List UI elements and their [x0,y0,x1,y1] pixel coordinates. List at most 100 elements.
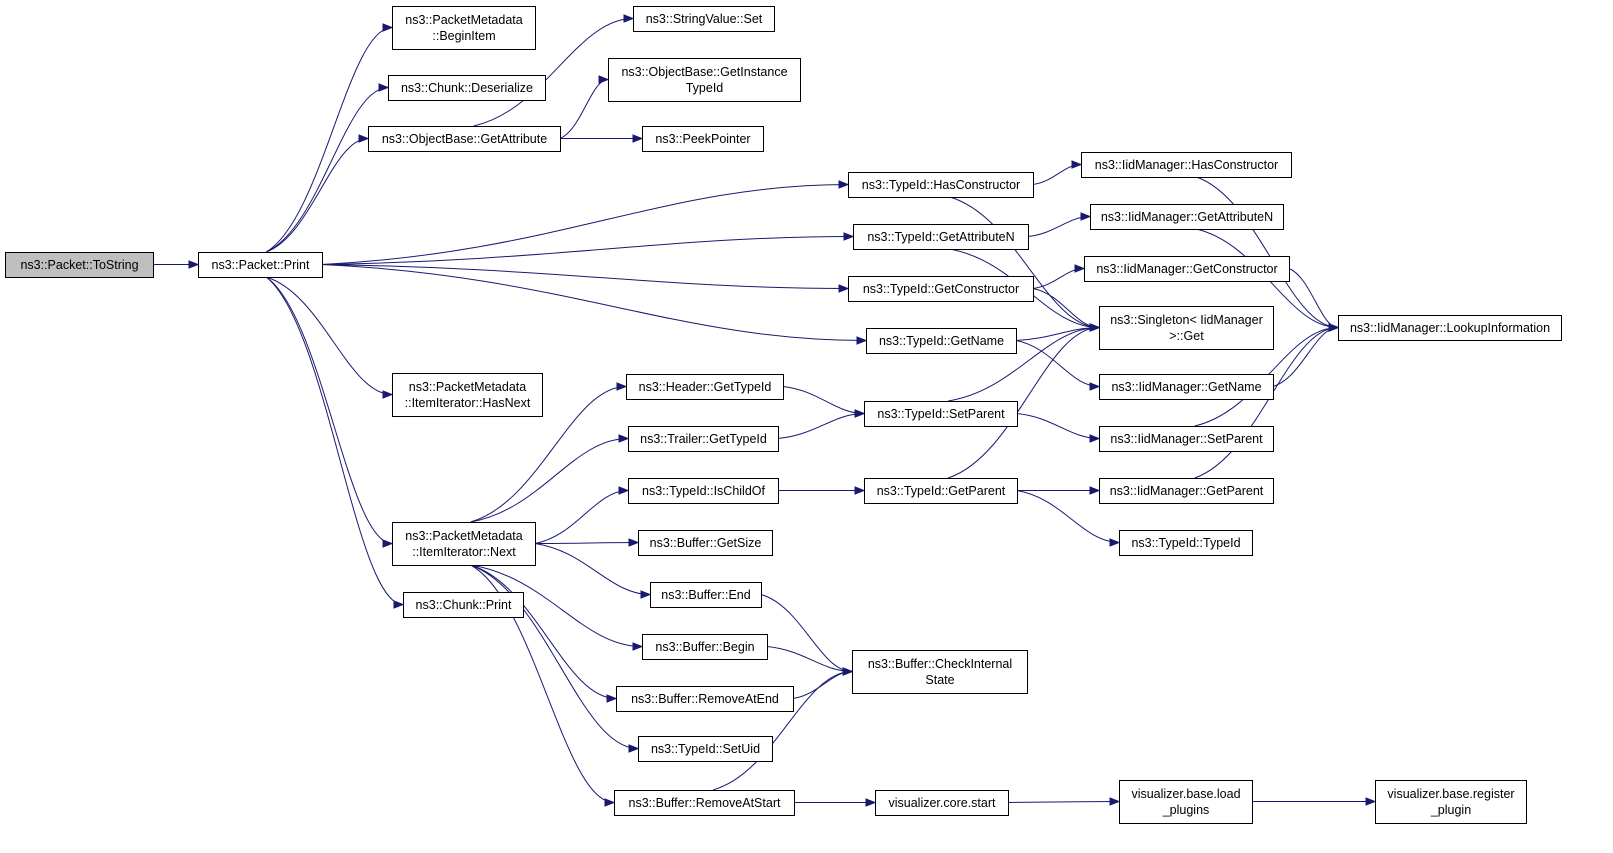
node-iid-setparent[interactable]: ns3::IidManager::SetParent [1099,426,1274,452]
node-label: ns3::TypeId::GetName [879,334,1004,348]
edge-arrowhead [838,180,850,189]
node-peekpointer[interactable]: ns3::PeekPointer [642,126,764,152]
node-box [1099,478,1274,504]
edge-viz-core-start-to-viz-load-plugins [1007,801,1120,803]
node-buffer-getsize[interactable]: ns3::Buffer::GetSize [638,530,773,556]
node-viz-load-plugins[interactable]: visualizer.base.load _plugins [1119,780,1253,824]
node-label: ns3::TypeId::GetConstructor [863,282,1019,296]
edge-buffer-end-to-buffer-checkinternalstate [760,594,853,672]
node-tid-getattributen[interactable]: ns3::TypeId::GetAttributeN [853,224,1029,250]
node-iid-getname[interactable]: ns3::IidManager::GetName [1099,374,1274,400]
node-singleton-get[interactable]: ns3::Singleton< IidManager>::Get [1099,306,1274,350]
node-label: _plugins [1162,803,1210,817]
node-label: ns3::IidManager::GetConstructor [1096,262,1277,276]
node-buffer-removeatstart[interactable]: ns3::Buffer::RemoveAtStart [614,790,795,816]
edge-arrowhead [1071,160,1083,169]
node-tid-getname[interactable]: ns3::TypeId::GetName [866,328,1017,354]
edge-arrowhead [606,694,618,703]
node-iid-getattributen[interactable]: ns3::IidManager::GetAttributeN [1090,204,1284,230]
node-label: ns3::IidManager::HasConstructor [1095,158,1278,172]
node-label: ns3::IidManager::GetParent [1110,484,1264,498]
edge-pm-next-to-tid-ischildof [534,490,629,544]
edge-arrowhead [604,798,616,807]
node-label: visualizer.core.start [889,796,997,810]
node-label: ns3::IidManager::LookupInformation [1350,321,1550,335]
node-label: ns3::Header::GetTypeId [639,380,772,394]
node-box [638,530,773,556]
node-label: ns3::Singleton< IidManager [1110,313,1263,327]
node-tid-getparent[interactable]: ns3::TypeId::GetParent [864,478,1018,504]
node-viz-register-plugin[interactable]: visualizer.base.register_plugin [1375,780,1527,824]
node-chunk-deserialize[interactable]: ns3::Chunk::Deserialize [388,75,546,101]
edge-print-to-pm-next [265,276,393,544]
edge-arrowhead [378,83,390,92]
node-box [608,58,801,102]
node-box [388,75,546,101]
edge-print-to-pm-hasnext [266,276,393,395]
node-iid-getparent[interactable]: ns3::IidManager::GetParent [1099,478,1274,504]
node-label: State [925,673,954,687]
node-tid-setparent[interactable]: ns3::TypeId::SetParent [864,401,1018,427]
node-box [198,252,323,278]
edge-print-to-pm-beginitem [265,27,393,253]
node-tostring[interactable]: ns3::Packet::ToString [5,252,154,278]
node-label: ns3::ObjectBase::GetInstance [621,65,787,79]
edge-print-to-ob-getattribute [266,138,369,253]
node-label: ns3::ObjectBase::GetAttribute [382,132,547,146]
edge-tid-getname-to-iid-getname [1015,340,1100,387]
node-tid-getconstructor[interactable]: ns3::TypeId::GetConstructor [848,276,1034,302]
edge-pm-next-to-buffer-end [534,543,651,595]
edge-tid-setparent-to-iid-setparent [1016,413,1100,439]
node-pm-beginitem[interactable]: ns3::PacketMetadata::BeginItem [392,6,536,50]
node-trailer-gettypeid[interactable]: ns3::Trailer::GetTypeId [628,426,779,452]
node-pm-next[interactable]: ns3::PacketMetadata::ItemIterator::Next [392,522,536,566]
node-box [368,126,561,152]
node-label: ns3::Buffer::Begin [655,640,754,654]
node-viz-core-start[interactable]: visualizer.core.start [875,790,1009,816]
node-tid-ischildof[interactable]: ns3::TypeId::IsChildOf [628,478,779,504]
node-label: visualizer.base.load [1131,787,1240,801]
node-box [642,126,764,152]
node-header-gettypeid[interactable]: ns3::Header::GetTypeId [626,374,784,400]
node-label: ns3::TypeId::SetUid [651,742,760,756]
node-box [642,634,768,660]
edge-pm-next-to-trailer-gettypeid [470,438,629,523]
node-tid-setuid[interactable]: ns3::TypeId::SetUid [638,736,773,762]
edge-print-to-tid-getconstructor [321,264,849,289]
node-label: ::BeginItem [432,29,495,43]
node-chunk-print[interactable]: ns3::Chunk::Print [403,592,524,618]
node-box [633,6,775,32]
node-box [848,172,1034,198]
node-buffer-removeatend[interactable]: ns3::Buffer::RemoveAtEnd [616,686,794,712]
node-iid-hasconstructor[interactable]: ns3::IidManager::HasConstructor [1081,152,1292,178]
node-iid-lookup[interactable]: ns3::IidManager::LookupInformation [1338,315,1562,341]
node-label: ns3::PacketMetadata [409,380,526,394]
node-tid-typeid[interactable]: ns3::TypeId::TypeId [1119,530,1253,556]
node-stringvalue-set[interactable]: ns3::StringValue::Set [633,6,775,32]
node-label: ns3::TypeId::GetAttributeN [867,230,1014,244]
node-buffer-end[interactable]: ns3::Buffer::End [650,582,762,608]
edge-pm-next-to-buffer-getsize [534,542,639,544]
edge-arrowhead [598,75,610,84]
edge-buffer-removeatend-to-buffer-checkinternalstate [792,671,853,699]
node-label: ns3::Chunk::Print [416,598,512,612]
node-box [1099,374,1274,400]
node-box [392,373,543,417]
node-label: ns3::PacketMetadata [405,13,522,27]
node-tid-hasconstructor[interactable]: ns3::TypeId::HasConstructor [848,172,1034,198]
node-box [1119,530,1253,556]
node-iid-getconstructor[interactable]: ns3::IidManager::GetConstructor [1084,256,1290,282]
node-label: ns3::Buffer::RemoveAtStart [629,796,781,810]
node-print[interactable]: ns3::Packet::Print [198,252,323,278]
node-buffer-begin[interactable]: ns3::Buffer::Begin [642,634,768,660]
edge-arrowhead [1109,797,1121,806]
node-ob-getattribute[interactable]: ns3::ObjectBase::GetAttribute [368,126,561,152]
node-box [5,252,154,278]
edge-arrowhead [382,390,394,399]
node-pm-hasnext[interactable]: ns3::PacketMetadata::ItemIterator::HasNe… [392,373,543,417]
edge-iid-getattributen-to-iid-lookup [1196,228,1339,328]
edge-arrowhead [623,14,635,23]
